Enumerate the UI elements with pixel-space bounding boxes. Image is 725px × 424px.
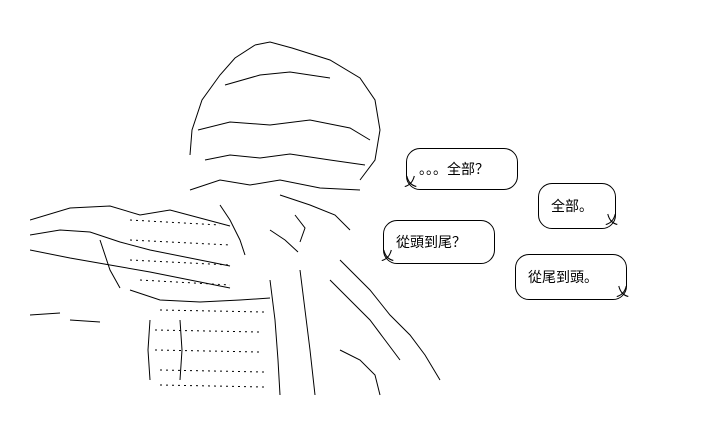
speech-bubble-all: 。。。全部？ [406,148,518,190]
speech-bubble-head-to-tail: 從頭到尾？ [383,220,495,264]
speech-tail-glyph: 乂 [605,213,619,228]
speech-tail-glyph: 乂 [616,285,630,300]
speech-text: 全部。 [551,199,593,215]
speech-text: 。。。全部？ [419,162,489,178]
speech-tail-glyph: 乂 [381,249,395,264]
speech-text: 從尾到頭。 [528,270,598,286]
speech-text: 從頭到尾？ [396,235,466,251]
speech-tail-glyph: 乂 [404,175,418,190]
speech-bubble-all-reply: 全部。 [538,183,616,229]
speech-bubble-tail-to-head: 從尾到頭。 [515,254,627,300]
ascii-art-figure [30,41,441,396]
